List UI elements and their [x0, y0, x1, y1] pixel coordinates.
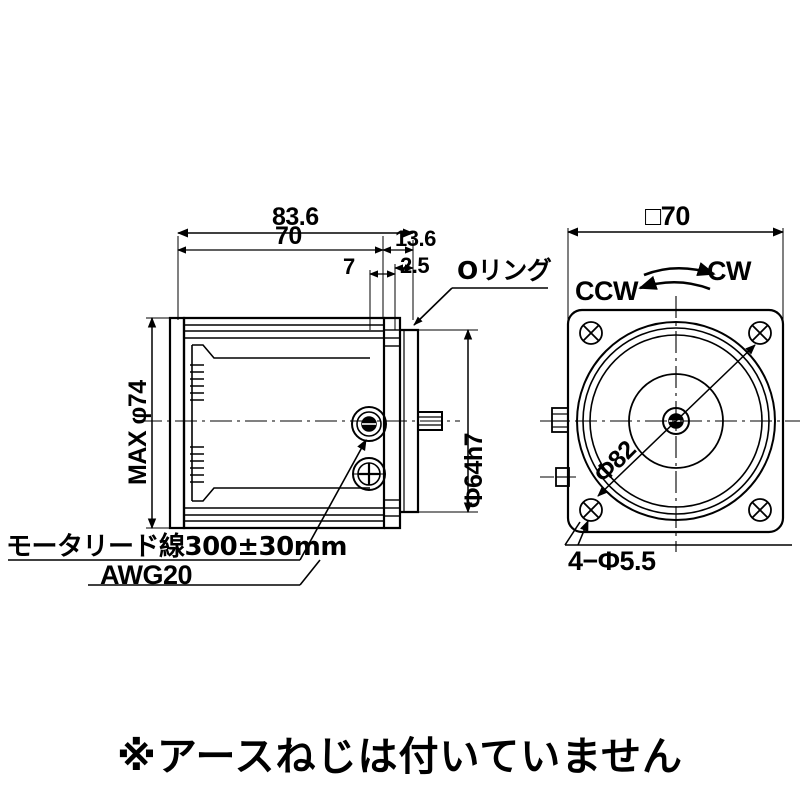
dim-oring-groove: 2.5 [400, 253, 430, 278]
label-cw: CW [707, 256, 751, 286]
dim-bolt-holes: 4−Φ5.5 [568, 546, 656, 576]
label-oring: Oリング [457, 256, 552, 285]
front-view-group [540, 227, 800, 552]
label-lead-wire-gauge: AWG20 [100, 560, 193, 590]
dim-body-length: 70 [275, 222, 302, 250]
dim-pilot-diameter: Φ64h7 [460, 432, 488, 508]
drawing-note-caption: ※アースねじは付いていません [116, 734, 684, 780]
label-ccw: CCW [575, 276, 638, 306]
dim-shaft-step: 7 [343, 254, 355, 279]
side-view-group [8, 228, 548, 586]
label-lead-wire-length: モータリード線300±30mm [6, 532, 347, 562]
dim-square-flange: □70 [645, 201, 690, 231]
dim-flange-step: 13.6 [395, 226, 436, 251]
dim-max-diameter: MAX φ74 [124, 380, 152, 485]
dim-overall-length: 83.6 [272, 203, 319, 231]
